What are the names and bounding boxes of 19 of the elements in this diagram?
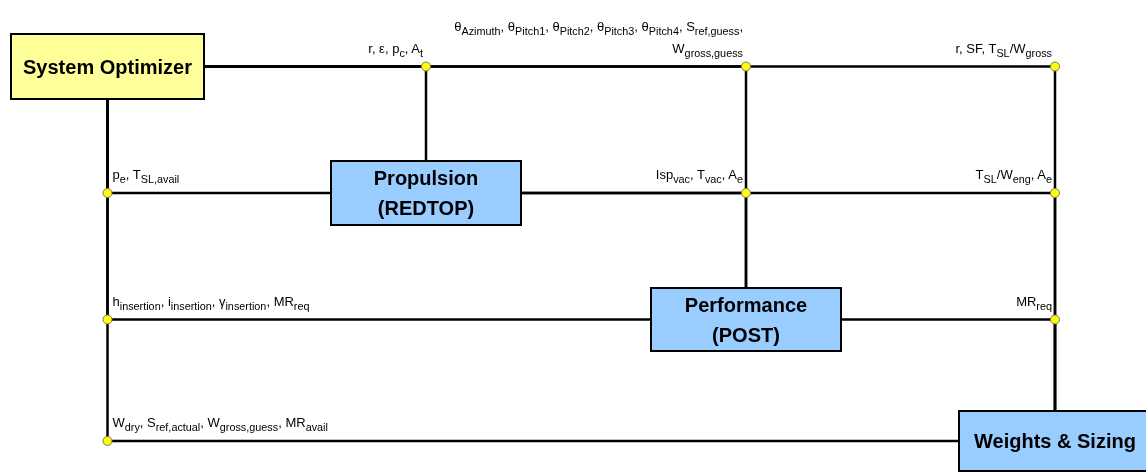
process-box <box>958 410 1146 472</box>
edge-label: W$_{dry}$, S$_{ref,actual}$, W$_{gross,guess}$, MR$_{avail}$ <box>111 414 329 435</box>
process-box <box>10 33 205 100</box>
box-label: Performance (POST) <box>683 292 809 348</box>
edge-label: h$_{insertion}$, i$_{insertion}$, γ$_{insertion}$, MR$_{req}$ <box>111 292 311 314</box>
edge-label: r, SF, T$_{SL}$/W$_{gross}$ <box>954 39 1053 61</box>
edge-label: p$_{e}$, T$_{SL,avail}$ <box>111 166 181 187</box>
process-box <box>330 160 522 226</box>
box-label: Propulsion (REDTOP) <box>372 166 480 221</box>
edge-label: T$_{SL}$/W$_{eng}$, A$_{e}$ <box>974 166 1053 187</box>
process-box <box>650 287 842 352</box>
edge-label: r, ε, p$_{c}$, A$_{t}$ <box>367 39 424 61</box>
connector-line <box>842 318 1057 410</box>
connector-line <box>106 100 958 443</box>
edge-label: θ$_{Azimuth}$, θ$_{Pitch1}$, θ$_{Pitch2}$, θ$_{Pitch3}$, θ$_{Pitch4}$, S$_{ref,guess}$, W$_{gross,guess}$ <box>453 18 744 61</box>
edge-label: MR$_{req}$ <box>1015 292 1053 314</box>
box-label: System Optimizer <box>23 54 192 80</box>
box-label: Weights & Sizing <box>974 429 1136 454</box>
edge-label: Isp$_{vac}$, T$_{vac}$, A$_{e}$ <box>654 166 744 187</box>
